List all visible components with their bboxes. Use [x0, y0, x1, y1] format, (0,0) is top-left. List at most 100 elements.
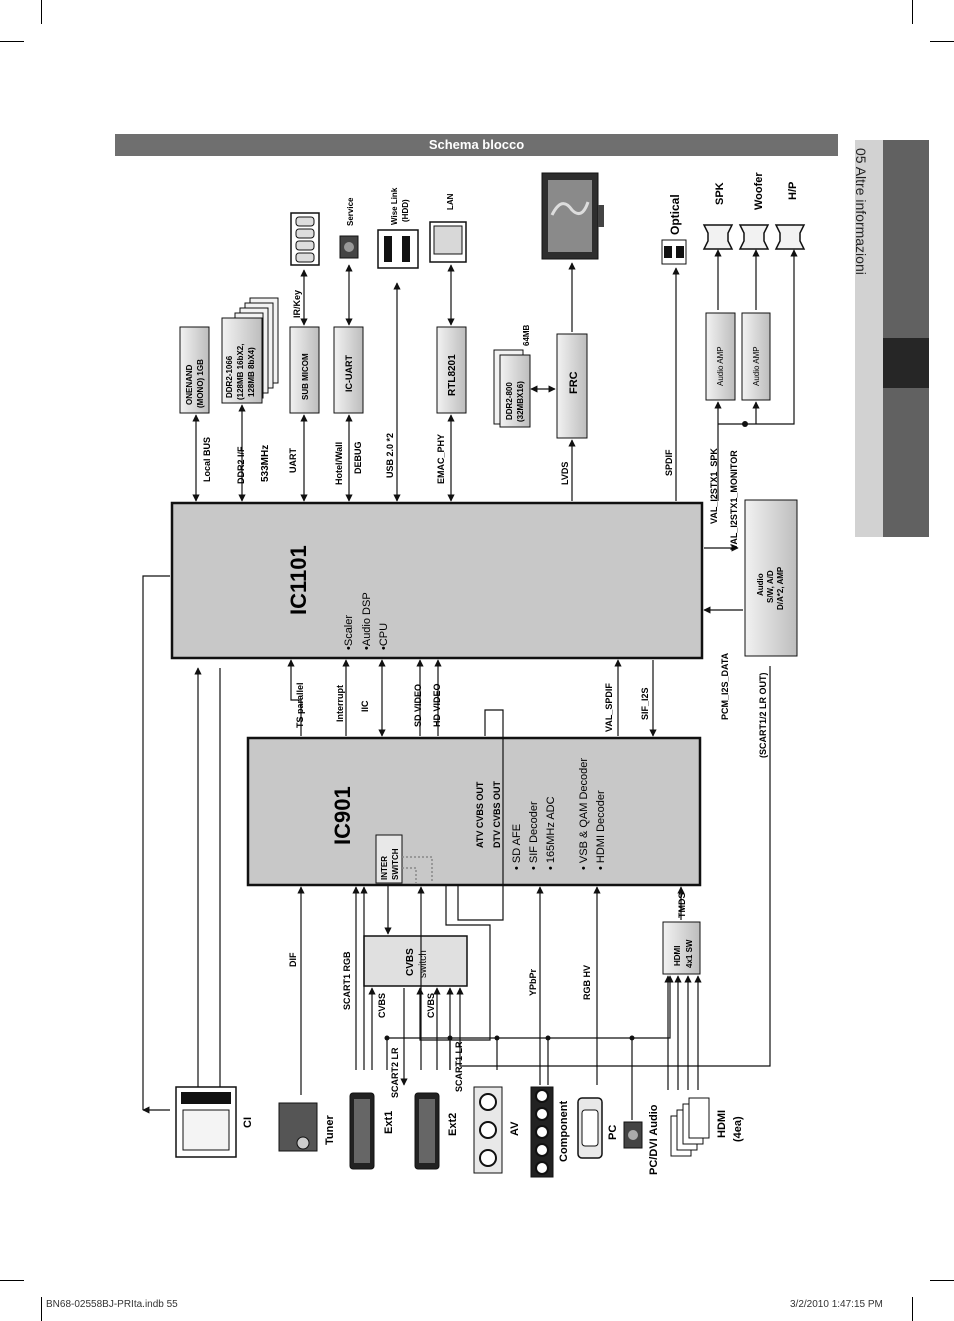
service-jack-icon: Service [339, 197, 359, 259]
pc-label: PC [607, 1125, 619, 1140]
audio-codec-label: Audio [756, 573, 765, 596]
hdmi-label: HDMI [716, 1110, 728, 1138]
crop-mark [912, 0, 913, 24]
i2s-monitor-label: VAL_I2STX1_MONITOR [729, 450, 739, 550]
crop-mark [41, 0, 42, 24]
inter-switch-label: SWITCH [391, 848, 400, 880]
spk-label: SPK [714, 182, 726, 205]
irkey-label: IR/Key [292, 290, 302, 318]
optical-connector-icon: Optical [661, 194, 687, 265]
bottom-signal-labels: DIF SCART1 RGB CVBS CVBS SCART2 LR SCART… [288, 893, 687, 1099]
ic901-feature: • HDMI Decoder [595, 790, 607, 870]
spdif-label: SPDIF [664, 449, 674, 476]
hdmi-switch-label: HDMI [673, 946, 682, 966]
ic901-title: IC901 [330, 786, 355, 845]
emac-label: EMAC_PHY [436, 434, 446, 484]
tuner-icon: Tuner [278, 1102, 336, 1152]
av-label: AV [509, 1121, 521, 1136]
ic1101-feature: •Audio DSP [361, 592, 373, 650]
component-label: Component [558, 1101, 570, 1162]
wiselink-label: (HDD) [401, 199, 410, 222]
crop-mark [912, 1297, 913, 1321]
component-rca-icon: Component [530, 1086, 570, 1178]
crop-mark [930, 1280, 954, 1281]
pc-audio-jack-icon: PC/DVI Audio [623, 1104, 660, 1175]
top-bus-lines [192, 249, 798, 614]
ic1101-feature: •Scaler [343, 615, 355, 650]
bottom-lines [297, 885, 702, 1120]
audio-codec-label: D/A*2, AMP [776, 566, 785, 610]
section-header: Schema blocco [115, 134, 838, 156]
crop-mark [930, 41, 954, 42]
ypbpr-label: YPbPr [528, 968, 538, 996]
audio-amp-spk: Audio AMP [705, 312, 736, 401]
frc-label: FRC [568, 371, 580, 394]
side-tab-marker [883, 338, 929, 388]
ts-label: TS parallel [295, 682, 305, 728]
junction-dots [384, 1035, 635, 1041]
ic-uart-block: IC-UART [333, 326, 364, 414]
frc-block: FRC [556, 333, 588, 439]
crop-mark [41, 1297, 42, 1321]
ic901-feature: • SIF Decoder [528, 801, 540, 870]
onenand-label: (MONO) 1GB [196, 359, 205, 408]
ic1101-chip: IC1101 •Scaler •Audio DSP •CPU [170, 501, 704, 660]
speaker-hp-icon: H/P [774, 182, 806, 250]
ic901-chip: IC901 • SD AFE • SIF Decoder • 165MHz AD… [246, 736, 702, 887]
ddr2-1066-block: DDR2-1066 (128MB 16bX2, 128MB 8bX4) [221, 297, 279, 404]
atv-label: ATV CVBS OUT [475, 781, 485, 848]
ir-key-board [290, 212, 320, 266]
sif-i2s-label: SIF_I2S [640, 687, 650, 720]
ext1-scart-icon: Ext1 [349, 1092, 395, 1170]
scart-lr-out-label: (SCART1/2 LR OUT) [758, 672, 768, 758]
ddr800-label: (32MBX16) [516, 381, 525, 422]
ci-label: CI [242, 1117, 254, 1128]
speaker-spk-icon: SPK [702, 182, 734, 250]
uart-label: UART [288, 448, 298, 473]
ext2-scart-icon: Ext2 [414, 1092, 459, 1170]
tv-screen-icon [541, 172, 604, 260]
ddr2-800-block: DDR2-800 (32MBX16) 64MB [493, 324, 531, 428]
audio-codec-label: S/W, A/D [766, 570, 775, 603]
cvbs-switch-block: CVBS switch [363, 935, 468, 987]
debug-label: DEBUG [353, 441, 363, 474]
scart1-rgb-label: SCART1 RGB [342, 951, 352, 1010]
onenand-label: ONENAND [185, 364, 194, 405]
sub-micom-block: SUB MICOM [289, 326, 320, 414]
ddr2-label: DDR2-1066 [225, 355, 234, 398]
mhz-label: 533MHz [260, 445, 271, 482]
rtl8201-label: RTL8201 [447, 354, 458, 396]
scart2-lr-label: SCART2 LR [390, 1047, 400, 1098]
mid-signal-labels: TS parallel Interrupt IIC SD VIDEO HD VI… [295, 652, 768, 848]
service-label: Service [346, 197, 355, 226]
audio-amp-label: Audio AMP [752, 346, 761, 386]
ddr800-label: DDR2-800 [505, 382, 514, 420]
audio-codec-block: Audio S/W, A/D D/A*2, AMP [744, 499, 798, 657]
usb-port-icon: Wise Link (HDD) [377, 187, 419, 269]
speaker-woofer-icon: Woofer [738, 172, 770, 250]
lan-port-icon: LAN [429, 193, 467, 263]
i2s-spk-label: VAL_I2STX1_SPK [709, 448, 719, 524]
dtv-label: DTV CVBS OUT [492, 780, 502, 848]
wiselink-label: Wise Link [390, 187, 399, 225]
rgbhv-label: RGB HV [582, 965, 592, 1000]
tuner-label: Tuner [324, 1115, 336, 1145]
ic901-feature: • VSB & QAM Decoder [578, 758, 590, 870]
usb-label: USB 2.0 *2 [385, 433, 395, 478]
ext2-label: Ext2 [447, 1113, 459, 1136]
ddr800-size: 64MB [522, 324, 531, 346]
hp-label: H/P [787, 182, 799, 200]
ic901-feature: • 165MHz ADC [545, 796, 557, 870]
hdvideo-label: HD VIDEO [432, 683, 442, 727]
sdvideo-label: SD VIDEO [413, 684, 423, 727]
interrupt-label: Interrupt [335, 685, 345, 722]
cvbs-label: CVBS [377, 993, 387, 1018]
tmds-label: TMDS [677, 893, 687, 919]
ext1-label: Ext1 [383, 1111, 395, 1134]
hdmi-label: (4ea) [732, 1116, 744, 1142]
val-spdif-label: VAL_SPDIF [604, 683, 614, 732]
sub-micom-label: SUB MICOM [301, 353, 310, 400]
hotel-label: Hotel/Wall [334, 442, 344, 485]
pc-vga-icon: PC [577, 1097, 619, 1159]
